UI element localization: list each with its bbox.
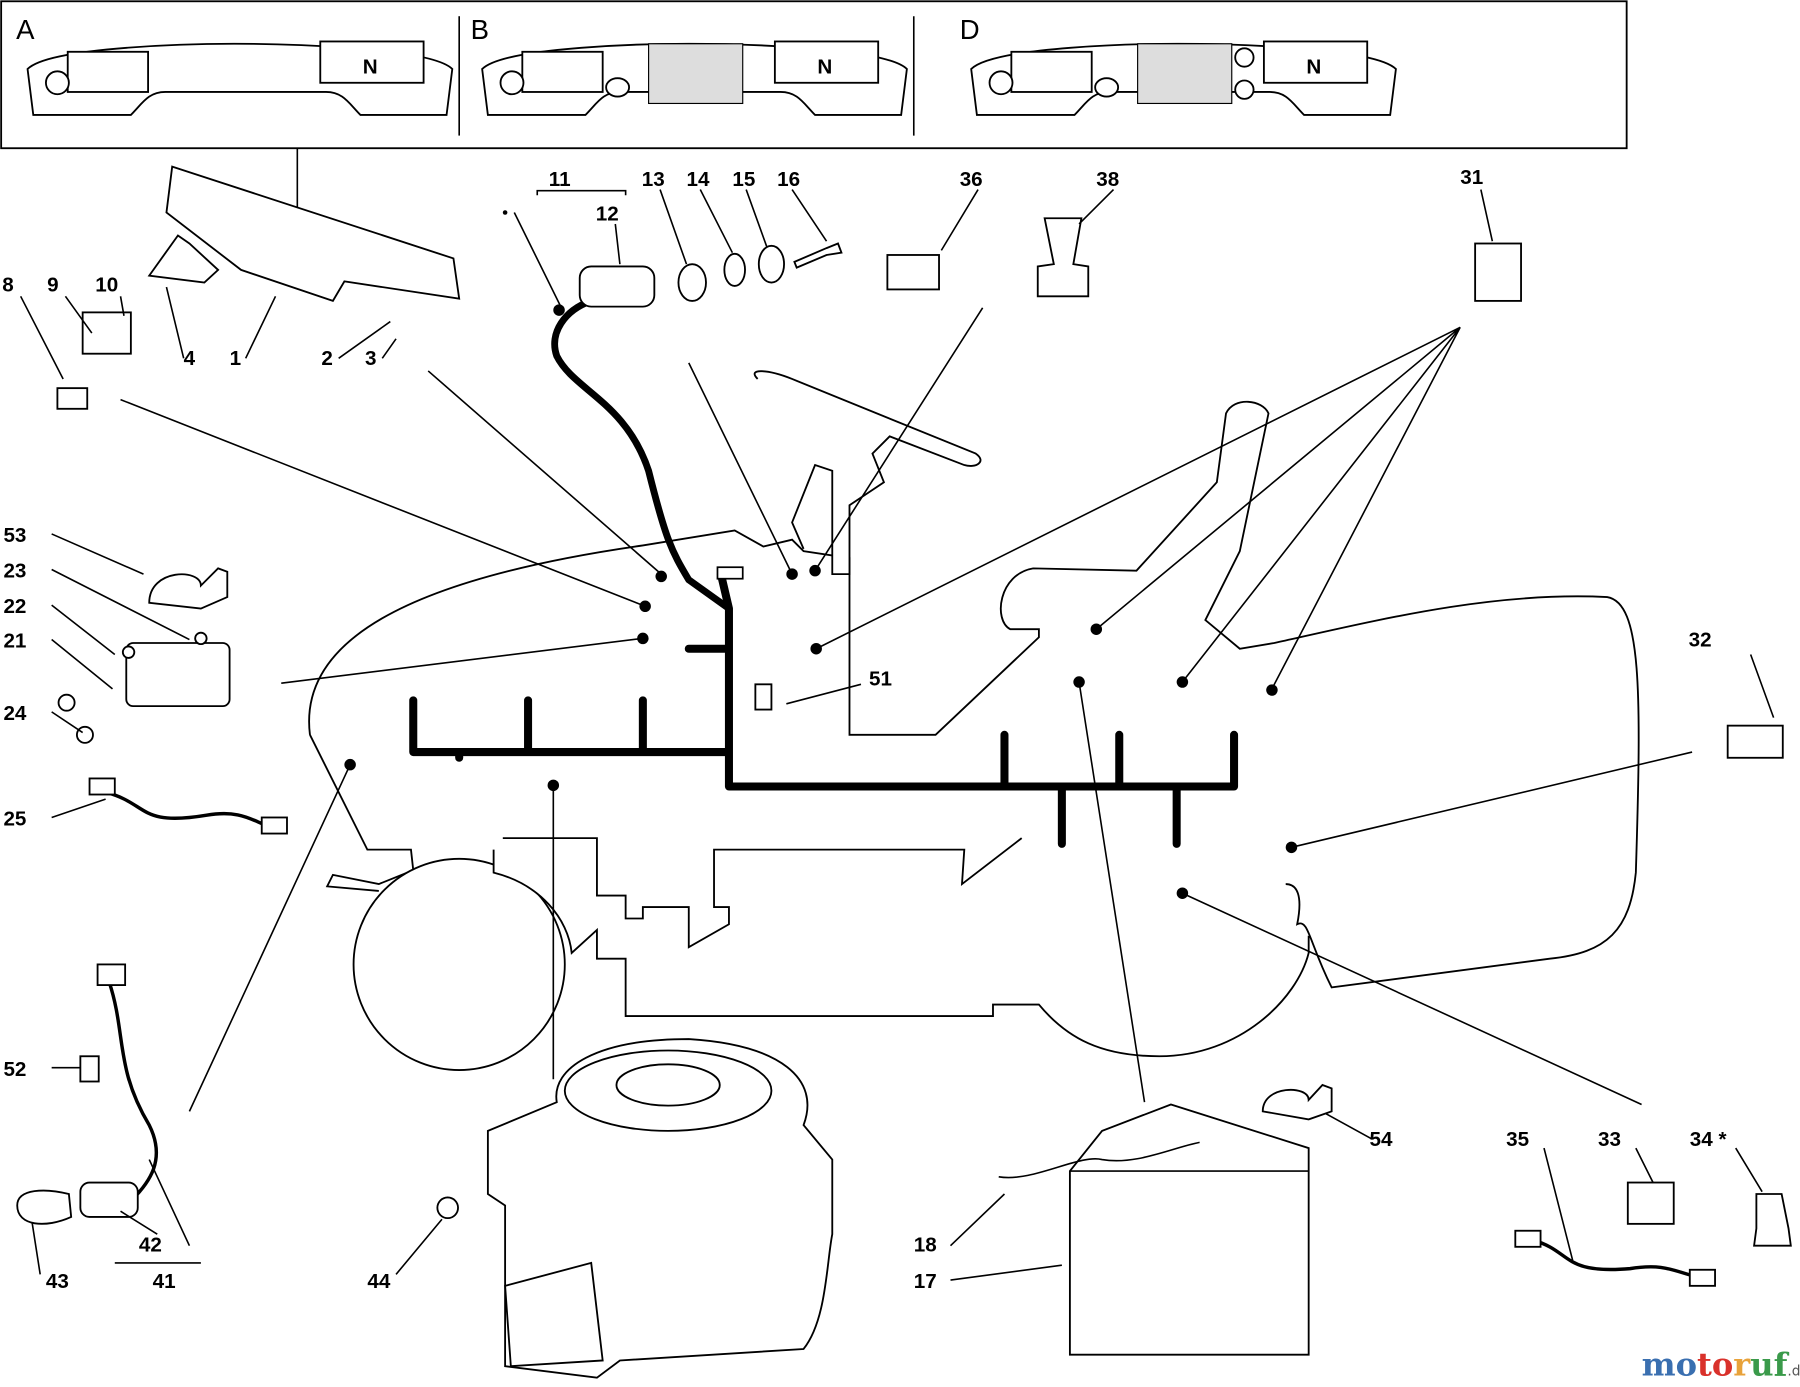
panel-letter: D (960, 14, 980, 45)
callout-11: 11 (549, 168, 571, 191)
callout-54: 54 (1370, 1128, 1393, 1151)
callout-18: 18 (914, 1233, 937, 1256)
dashboard-panel-b: BN (471, 14, 908, 116)
dashboard-panel-d: DN (960, 14, 1397, 116)
battery-17 (1068, 1103, 1310, 1356)
parts (16, 165, 1792, 1379)
connection-dots (344, 304, 1298, 899)
sensor-34 (1753, 1193, 1792, 1247)
panel-letter: A (16, 14, 35, 45)
callout-8: 8 (2, 274, 13, 297)
callout-53: 53 (3, 524, 26, 547)
cable-18 (998, 1141, 1200, 1179)
cable-25 (105, 790, 271, 829)
relay-part (81, 311, 132, 355)
callout-31: 31 (1460, 166, 1483, 189)
callout-1: 1 (230, 347, 242, 370)
callout-10: 10 (95, 274, 118, 297)
callout-42: 42 (139, 1233, 162, 1256)
callout-12: 12 (596, 203, 619, 226)
callout-51: 51 (869, 667, 892, 690)
tractor-outline (308, 370, 1640, 1071)
cable-41 (107, 981, 159, 1201)
callout-21: 21 (3, 630, 26, 653)
dashboard-panel-a: AN (16, 14, 454, 116)
switch-32 (1726, 724, 1784, 759)
cap-54 (1261, 1083, 1333, 1121)
callout-13: 13 (642, 168, 665, 191)
callout-23: 23 (3, 560, 26, 583)
cable-35 (1532, 1238, 1698, 1279)
callout-33: 33 (1598, 1128, 1621, 1151)
callout-3: 3 (365, 347, 377, 370)
rocker-switch-36 (886, 254, 940, 291)
watermark-logo: motoruf.de (1642, 1345, 1800, 1383)
callout-25: 25 (3, 808, 26, 831)
leader-lines (120, 212, 1693, 1112)
fuse-part (56, 387, 89, 410)
bulb-holder-42 (79, 1181, 139, 1218)
bulb-43 (16, 1189, 73, 1225)
cap-53 (148, 567, 229, 610)
solenoid-21 (125, 642, 231, 708)
neutral-indicator: N (363, 56, 378, 79)
clip-52 (79, 1055, 100, 1083)
callout-14: 14 (686, 168, 709, 191)
callout-16: 16 (777, 168, 800, 191)
callout-9: 9 (47, 274, 59, 297)
push-switch-38 (1036, 217, 1090, 298)
clip-51 (754, 683, 773, 711)
callout-34: 34 * (1690, 1128, 1728, 1151)
callout-52: 52 (3, 1058, 26, 1081)
dashboard-part (165, 165, 461, 303)
callout-43: 43 (46, 1270, 69, 1293)
callout-4: 4 (184, 347, 196, 370)
neutral-indicator: N (1306, 56, 1321, 79)
callout-41: 41 (153, 1270, 176, 1293)
callout-15: 15 (732, 168, 755, 191)
callout-36: 36 (960, 168, 983, 191)
wiring-harness (409, 297, 1239, 848)
ignition-switch (578, 265, 656, 308)
callout-44: 44 (367, 1270, 390, 1293)
callout-2: 2 (321, 347, 333, 370)
callout-32: 32 (1689, 628, 1712, 651)
switch-31 (1474, 242, 1522, 302)
callout-22: 22 (3, 595, 26, 618)
callout-35: 35 (1506, 1128, 1529, 1151)
switch-33 (1626, 1181, 1675, 1225)
nut-44 (436, 1196, 459, 1220)
callout-24: 24 (3, 702, 26, 725)
bracket-part (147, 234, 220, 284)
neutral-indicator: N (817, 56, 832, 79)
panel-letter: B (471, 14, 489, 45)
callout-38: 38 (1096, 168, 1119, 191)
callout-17: 17 (914, 1270, 937, 1293)
